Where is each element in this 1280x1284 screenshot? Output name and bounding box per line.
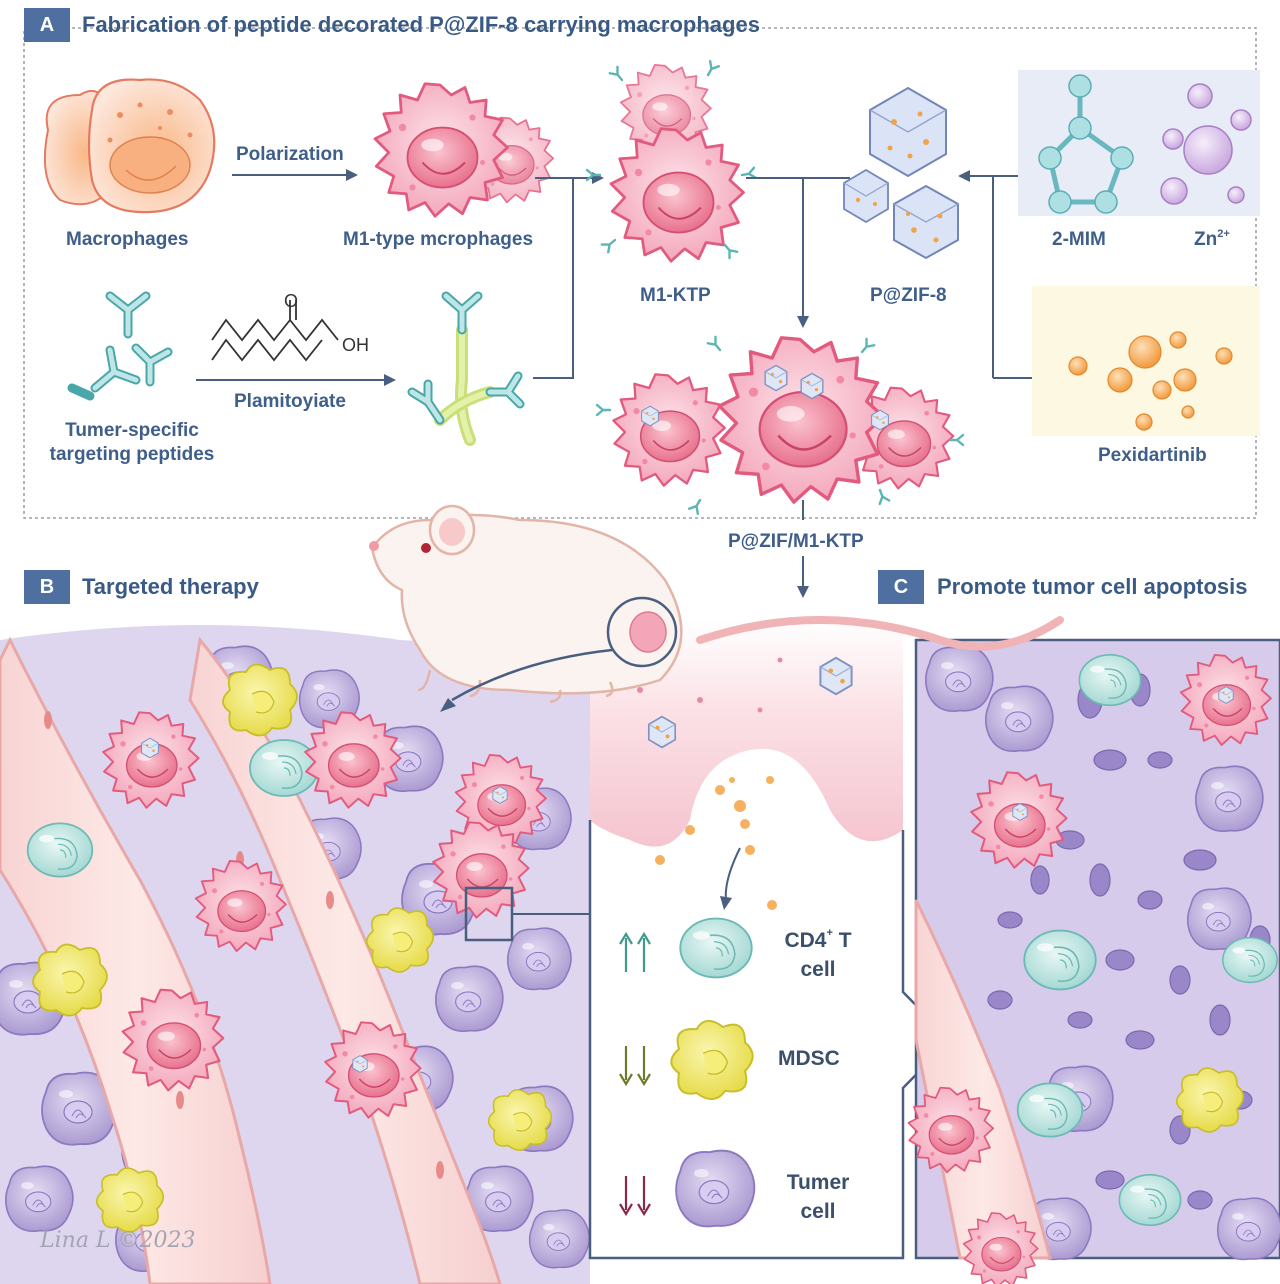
apoptotic-fragments (987, 673, 1271, 1210)
pexidartinib-molecules (1068, 331, 1233, 431)
panel-b-title: Targeted therapy (82, 574, 259, 599)
macrophages-label: Macrophages (66, 229, 189, 250)
targeting-peptides-illustration (67, 291, 173, 401)
middle-zoom-panel (588, 620, 952, 1260)
legend-mdsc-icon (670, 1019, 754, 1101)
palmitoyiate-structure (211, 300, 339, 362)
pexidartinib-label: Pexidartinib (1098, 445, 1207, 466)
legend-mdsc-label: MDSC (778, 1047, 840, 1070)
pzif-m1-ktp-label: P@ZIF/M1-KTP (728, 531, 864, 552)
blood-vessels (0, 636, 502, 1284)
panel-a-title: Fabrication of peptide decorated P@ZIF-8… (82, 12, 760, 37)
peptides-label: Tumer-specific targeting peptides (49, 420, 215, 465)
connector-lines (533, 172, 604, 379)
conjugation-arrow (196, 374, 396, 386)
zif-connector (746, 177, 850, 328)
palmitoyiate-label: Plamitoyiate (234, 391, 346, 412)
mim-molecule (1038, 74, 1134, 214)
panel-c-badge: C (878, 570, 924, 604)
m1-ktp-label: M1-KTP (640, 285, 711, 306)
macrophages-illustration (43, 78, 216, 214)
pzif-m1-ktp-illustration (595, 335, 965, 515)
artist-signature: Lina L ©2023 (40, 1228, 196, 1253)
legend-cd4-label: CD4+ T cell (784, 927, 852, 982)
mouse-illustration (369, 504, 1064, 712)
zinc-ions (1160, 83, 1252, 205)
zn-label: Zn2+ (1194, 228, 1230, 250)
precursor-connector (958, 170, 1032, 379)
legend-tumer-label: Tumer cell (786, 1171, 850, 1224)
pzif8-label: P@ZIF-8 (870, 285, 947, 306)
panel-b-tissue (0, 625, 590, 1284)
carbonyl-oxygen-label: O (284, 291, 299, 311)
panel-c-title: Promote tumor cell apoptosis (937, 574, 1248, 599)
legend-down-arrows-mdsc (619, 1046, 651, 1087)
pzif8-crystals (843, 86, 959, 260)
m1-macrophages-illustration (373, 82, 555, 218)
lipidated-peptide-illustration (407, 291, 525, 446)
legend-tumor-icon (675, 1149, 756, 1228)
panel-c-tissue (907, 638, 1280, 1284)
legend-tcell-icon (679, 917, 753, 979)
m1-macrophages-label: M1-type mcrophages (343, 229, 534, 250)
panel-b-badge: B (24, 570, 70, 604)
polarization-arrow (232, 169, 358, 181)
delivery-arrow (797, 500, 809, 598)
panel-a-badge: A (24, 8, 70, 42)
legend-up-arrows (619, 931, 651, 972)
hydroxyl-label: OH (342, 335, 369, 355)
legend-down-arrows-tumor (619, 1176, 651, 1217)
released-drug-particles (637, 657, 783, 910)
panel-a-frame (23, 27, 1257, 519)
mim-label: 2-MIM (1052, 229, 1106, 250)
panel-a (23, 27, 1260, 519)
m1-ktp-illustration (585, 60, 757, 263)
polarization-label: Polarization (236, 144, 344, 165)
